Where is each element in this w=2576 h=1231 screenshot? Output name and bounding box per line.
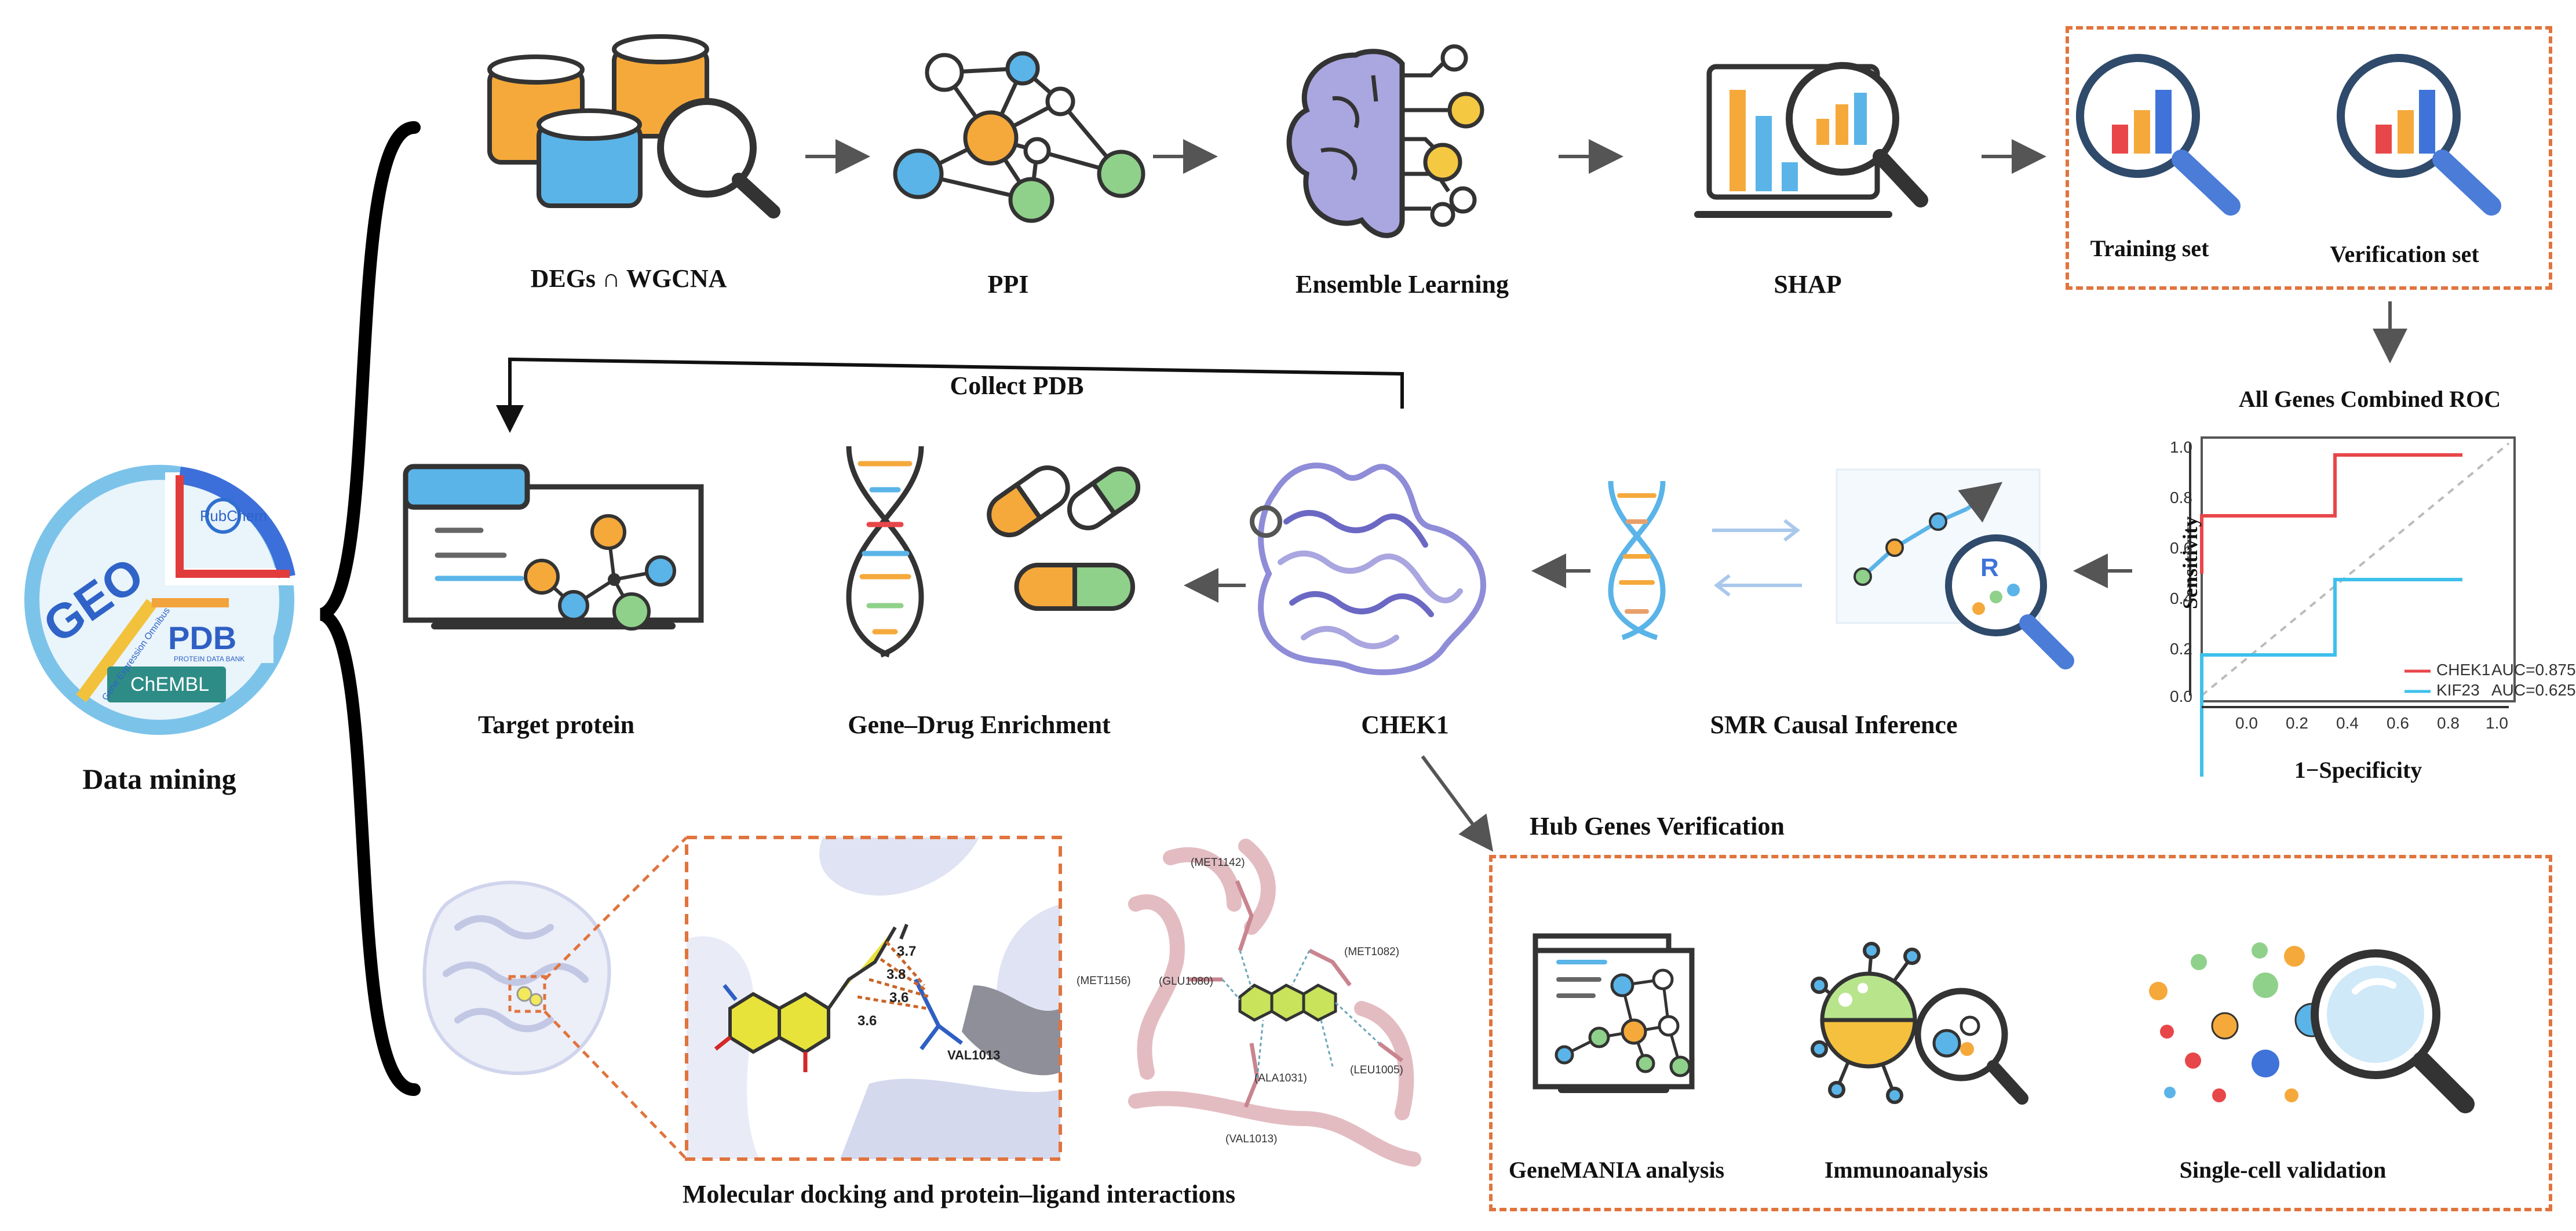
brain-icon	[1286, 44, 1484, 238]
roc-chart	[2189, 436, 2516, 777]
roc-ytick: 1.0	[2170, 438, 2192, 456]
data-mining-label: Data mining	[82, 763, 236, 795]
shap-label: SHAP	[1774, 270, 1842, 298]
immuno-cell-icon	[1811, 942, 2028, 1105]
genemania-label: GeneMANIA analysis	[1508, 1157, 1725, 1183]
roc-ytick: 0.6	[2170, 539, 2192, 557]
collect-pdb-label: Collect PDB	[950, 372, 1084, 400]
interaction-diagram-panel	[1128, 839, 1421, 1167]
data-mining-logo-circle	[24, 465, 295, 735]
database-icon	[487, 34, 780, 218]
roc-ytick: 0.8	[2170, 489, 2192, 507]
immunoanalysis-label: Immunoanalysis	[1824, 1157, 1988, 1183]
residue-label: (GLU1080)	[1159, 975, 1213, 988]
pubchem-logo	[205, 498, 241, 534]
ppi-label: PPI	[987, 270, 1029, 298]
pdb-logo-subtitle: PROTEIN DATA BANK	[174, 655, 245, 663]
pubchem-logo-text: PubChem	[200, 507, 267, 525]
r-logo-label: R	[1980, 553, 1999, 582]
smr-label: SMR Causal Inference	[1710, 711, 1958, 739]
hub-genes-label: Hub Genes Verification	[1529, 812, 1785, 840]
ensemble-learning-label: Ensemble Learning	[1296, 270, 1509, 298]
target-protein-icon	[403, 464, 704, 631]
dna-and-pills-icon	[846, 446, 1141, 658]
roc-xtick: 0.4	[2336, 714, 2359, 732]
roc-legend-kif23-name: KIF23	[2436, 681, 2480, 699]
network-icon	[893, 51, 1145, 223]
bidirectional-arrows	[1712, 519, 1802, 597]
flow-arrows-row2	[1184, 553, 2132, 603]
flow-arrows-row1	[805, 139, 2407, 363]
roc-xtick: 0.6	[2387, 714, 2409, 732]
verification-set-label: Verification set	[2330, 241, 2479, 267]
roc-legend-chek1-auc: AUC=0.875	[2491, 661, 2576, 679]
pdb-logo	[152, 621, 273, 663]
docking-label: Molecular docking and protein–ligand int…	[682, 1180, 1236, 1208]
roc-xtick: 0.8	[2437, 714, 2460, 732]
distance-label: 3.6	[889, 990, 909, 1006]
zoom-connector-lines	[543, 836, 688, 1160]
collect-pdb-arrow	[496, 357, 1404, 433]
chek1-protein-structure	[1250, 462, 1487, 675]
roc-legend-kif23-auc: AUC=0.625	[2491, 681, 2576, 699]
roc-xtick: 0.2	[2286, 714, 2308, 732]
gene-drug-label: Gene–Drug Enrichment	[848, 711, 1111, 739]
docking-zoom-panel	[687, 837, 1060, 1159]
distance-label: 3.7	[897, 944, 917, 959]
shap-chart-icon	[1694, 62, 1928, 218]
chek1-label: CHEK1	[1361, 711, 1449, 739]
validation-sets-box	[2066, 26, 2552, 290]
degs-wgcna-label: DEGs ∩ WGCNA	[530, 264, 727, 293]
residue-label: VAL1013	[947, 1048, 1001, 1062]
hub-genes-box	[1489, 855, 2552, 1211]
curly-brace	[319, 121, 421, 1096]
protein-overview-image	[422, 880, 611, 1075]
roc-xtick: 1.0	[2486, 714, 2508, 732]
single-cell-icon	[2149, 942, 2475, 1113]
chembl-logo-text: ChEMBL	[130, 673, 210, 695]
roc-title: All Genes Combined ROC	[2238, 386, 2501, 412]
distance-label: 3.6	[858, 1013, 877, 1029]
chembl-logo	[107, 667, 226, 702]
roc-legend-chek1-name: CHEK1	[2436, 661, 2491, 679]
roc-ytick: 0.0	[2170, 687, 2192, 705]
single-cell-label: Single-cell validation	[2179, 1157, 2387, 1183]
smr-dna-icon	[1608, 480, 1666, 640]
residue-label: (MET1082)	[1344, 946, 1400, 958]
distance-label: 3.8	[886, 967, 906, 982]
roc-xtick: 0.0	[2235, 714, 2258, 732]
verification-magnifier-icon	[2337, 54, 2501, 216]
genemania-icon	[1533, 933, 1695, 1093]
target-protein-label: Target protein	[477, 711, 635, 739]
pdb-logo-text: PDB	[168, 620, 237, 656]
roc-ytick: 0.2	[2170, 640, 2192, 658]
residue-label: (VAL1013)	[1225, 1133, 1278, 1145]
training-set-label: Training set	[2090, 235, 2209, 261]
training-magnifier-icon	[2076, 54, 2241, 216]
hub-genes-arrow	[1421, 755, 1494, 852]
residue-label: (LEU1005)	[1350, 1064, 1403, 1076]
roc-xlabel: 1−Specificity	[2294, 757, 2422, 783]
residue-label: (MET1156)	[1077, 975, 1131, 987]
smr-magnifier-chart-icon	[1836, 468, 2074, 669]
residue-label: (MET1142)	[1191, 857, 1245, 869]
residue-label: (ALA1031)	[1254, 1072, 1307, 1084]
roc-ytick: 0.4	[2170, 589, 2192, 607]
